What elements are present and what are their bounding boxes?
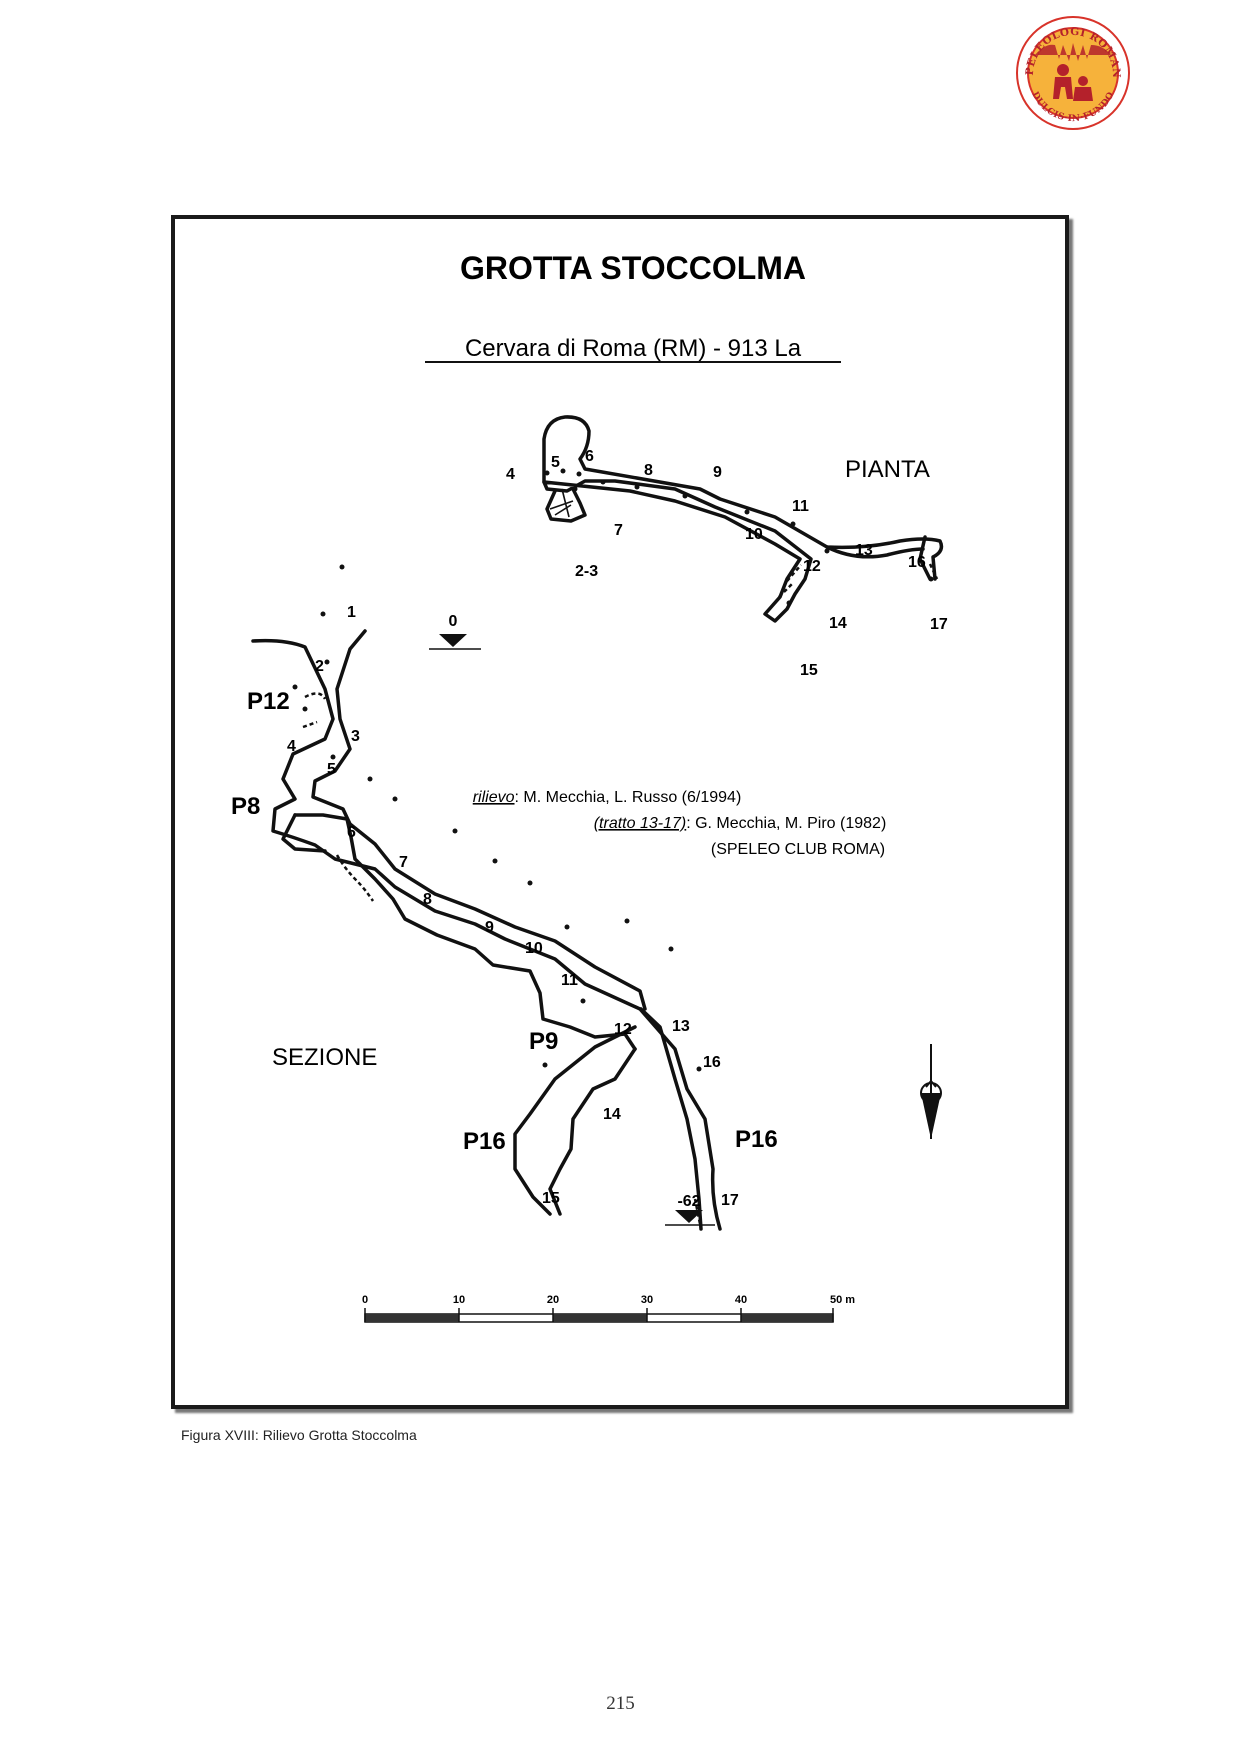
scale-tick-10: 10	[453, 1294, 465, 1306]
plan-view: PIANTA 4 5 6 7 8 9 10 11 12 13 16 17 14 …	[506, 415, 948, 679]
section-lower-outline	[293, 813, 637, 1051]
section-station-2: 2	[315, 658, 324, 675]
plan-station-dots	[544, 468, 934, 606]
datum-bottom-marker: -62	[665, 1193, 715, 1226]
plan-station-15: 15	[800, 662, 818, 679]
plan-label: PIANTA	[845, 456, 930, 483]
section-station-12: 12	[614, 1021, 632, 1038]
section-station-13: 13	[672, 1018, 690, 1035]
datum-zero-marker: 0	[429, 613, 481, 650]
plan-lower-chamber	[545, 487, 587, 523]
datum-zero-label: 0	[449, 613, 458, 630]
section-station-17: 17	[721, 1192, 739, 1209]
credit-survey-label: rilievo	[473, 789, 515, 806]
svg-text:rilievo: M. Mecchia, L. Russo: rilievo: M. Mecchia, L. Russo (6/1994)	[473, 789, 742, 806]
plan-station-2-3: 2-3	[575, 563, 598, 580]
plan-ladder-17	[928, 563, 939, 580]
stalactite-icon	[1035, 43, 1111, 61]
section-station-4: 4	[287, 738, 296, 755]
credit-stretch-text: : G. Mecchia, M. Piro (1982)	[686, 815, 886, 832]
section-station-9: 9	[485, 919, 494, 936]
plan-station-10: 10	[745, 526, 763, 543]
north-arrow-icon	[920, 1044, 942, 1139]
credit-survey-text: : M. Mecchia, L. Russo (6/1994)	[515, 789, 742, 806]
datum-bottom-label: -62	[677, 1193, 700, 1210]
plan-outline-north	[542, 415, 944, 581]
shaft-label-p16-right: P16	[735, 1126, 778, 1153]
section-outline-west	[251, 638, 722, 1231]
section-rope-p12	[302, 692, 327, 729]
section-p16-right-shaft	[639, 1007, 703, 1231]
figure-caption: Figura XVIII: Rilievo Grotta Stoccolma	[181, 1427, 417, 1443]
section-rope-p8	[335, 854, 375, 902]
section-station-7: 7	[399, 854, 408, 871]
scale-tick-40: 40	[735, 1294, 747, 1306]
scale-tick-20: 20	[547, 1294, 559, 1306]
section-station-16: 16	[703, 1054, 721, 1071]
survey-credits: rilievo: M. Mecchia, L. Russo (6/1994) (…	[473, 789, 887, 858]
plan-chamber-hatch	[549, 500, 574, 516]
plan-outline-south	[542, 479, 813, 623]
shaft-label-p12: P12	[247, 688, 290, 715]
credit-club: (SPELEO CLUB ROMA)	[711, 841, 885, 858]
scale-tick-50: 50 m	[830, 1294, 855, 1306]
section-station-8: 8	[423, 891, 432, 908]
section-station-3: 3	[351, 728, 360, 745]
plan-branch-17	[918, 535, 932, 581]
shaft-label-p8: P8	[231, 793, 260, 820]
plan-leader-23	[561, 488, 570, 518]
section-station-11: 11	[561, 972, 578, 989]
plan-station-17: 17	[930, 616, 948, 633]
plan-station-9: 9	[713, 464, 722, 481]
section-label: SEZIONE	[272, 1044, 377, 1071]
section-station-14: 14	[603, 1106, 621, 1123]
page-number: 215	[606, 1693, 635, 1714]
cavers-icon	[1053, 64, 1093, 101]
plan-ladder-14	[778, 564, 802, 598]
credit-stretch-label: (tratto 13-17)	[594, 815, 686, 832]
shaft-label-p16-left: P16	[463, 1128, 506, 1155]
survey-title: GROTTA STOCCOLMA	[460, 250, 806, 286]
survey-subtitle: Cervara di Roma (RM) - 913 La	[465, 335, 802, 362]
plan-station-8: 8	[644, 462, 653, 479]
plan-station-16: 16	[908, 554, 926, 571]
section-station-6: 6	[347, 824, 356, 841]
plan-station-14: 14	[829, 615, 847, 632]
cave-survey-figure: GROTTA STOCCOLMA Cervara di Roma (RM) - …	[171, 215, 1069, 1409]
section-station-5: 5	[327, 761, 336, 778]
scale-tick-0: 0	[362, 1294, 368, 1306]
section-outline-east	[311, 629, 647, 1011]
scale-tick-30: 30	[641, 1294, 653, 1306]
plan-station-11: 11	[792, 498, 809, 515]
plan-station-7: 7	[614, 522, 623, 539]
section-p16-left-east	[548, 1047, 637, 1216]
section-station-dots	[292, 564, 702, 1072]
section-station-1: 1	[347, 604, 356, 621]
section-p8-shaft	[281, 813, 327, 853]
speleologi-romani-logo: SPELEOLOGI ROMANI DULCIS·IN·FUNDO	[1015, 15, 1130, 130]
plan-station-6: 6	[585, 448, 594, 465]
svg-text:(tratto 13-17): G. Mecchia, M.: (tratto 13-17): G. Mecchia, M. Piro (198…	[594, 815, 887, 832]
plan-station-13: 13	[855, 542, 873, 559]
section-view: 1 2 3 4 5 6 7 8 9 10 11 12 13 16 14 15 1…	[231, 564, 778, 1231]
plan-station-12: 12	[803, 558, 821, 575]
cave-survey-drawing: GROTTA STOCCOLMA Cervara di Roma (RM) - …	[231, 250, 948, 1323]
plan-station-5: 5	[551, 454, 560, 471]
scale-bar: 0 10 20 30 40 50 m	[362, 1294, 855, 1323]
plan-station-4: 4	[506, 466, 515, 483]
section-station-10: 10	[525, 940, 543, 957]
shaft-label-p9: P9	[529, 1028, 558, 1055]
section-station-15: 15	[542, 1190, 560, 1207]
section-p16-left-west	[513, 1025, 637, 1216]
plan-gallery-13-16	[825, 545, 925, 559]
